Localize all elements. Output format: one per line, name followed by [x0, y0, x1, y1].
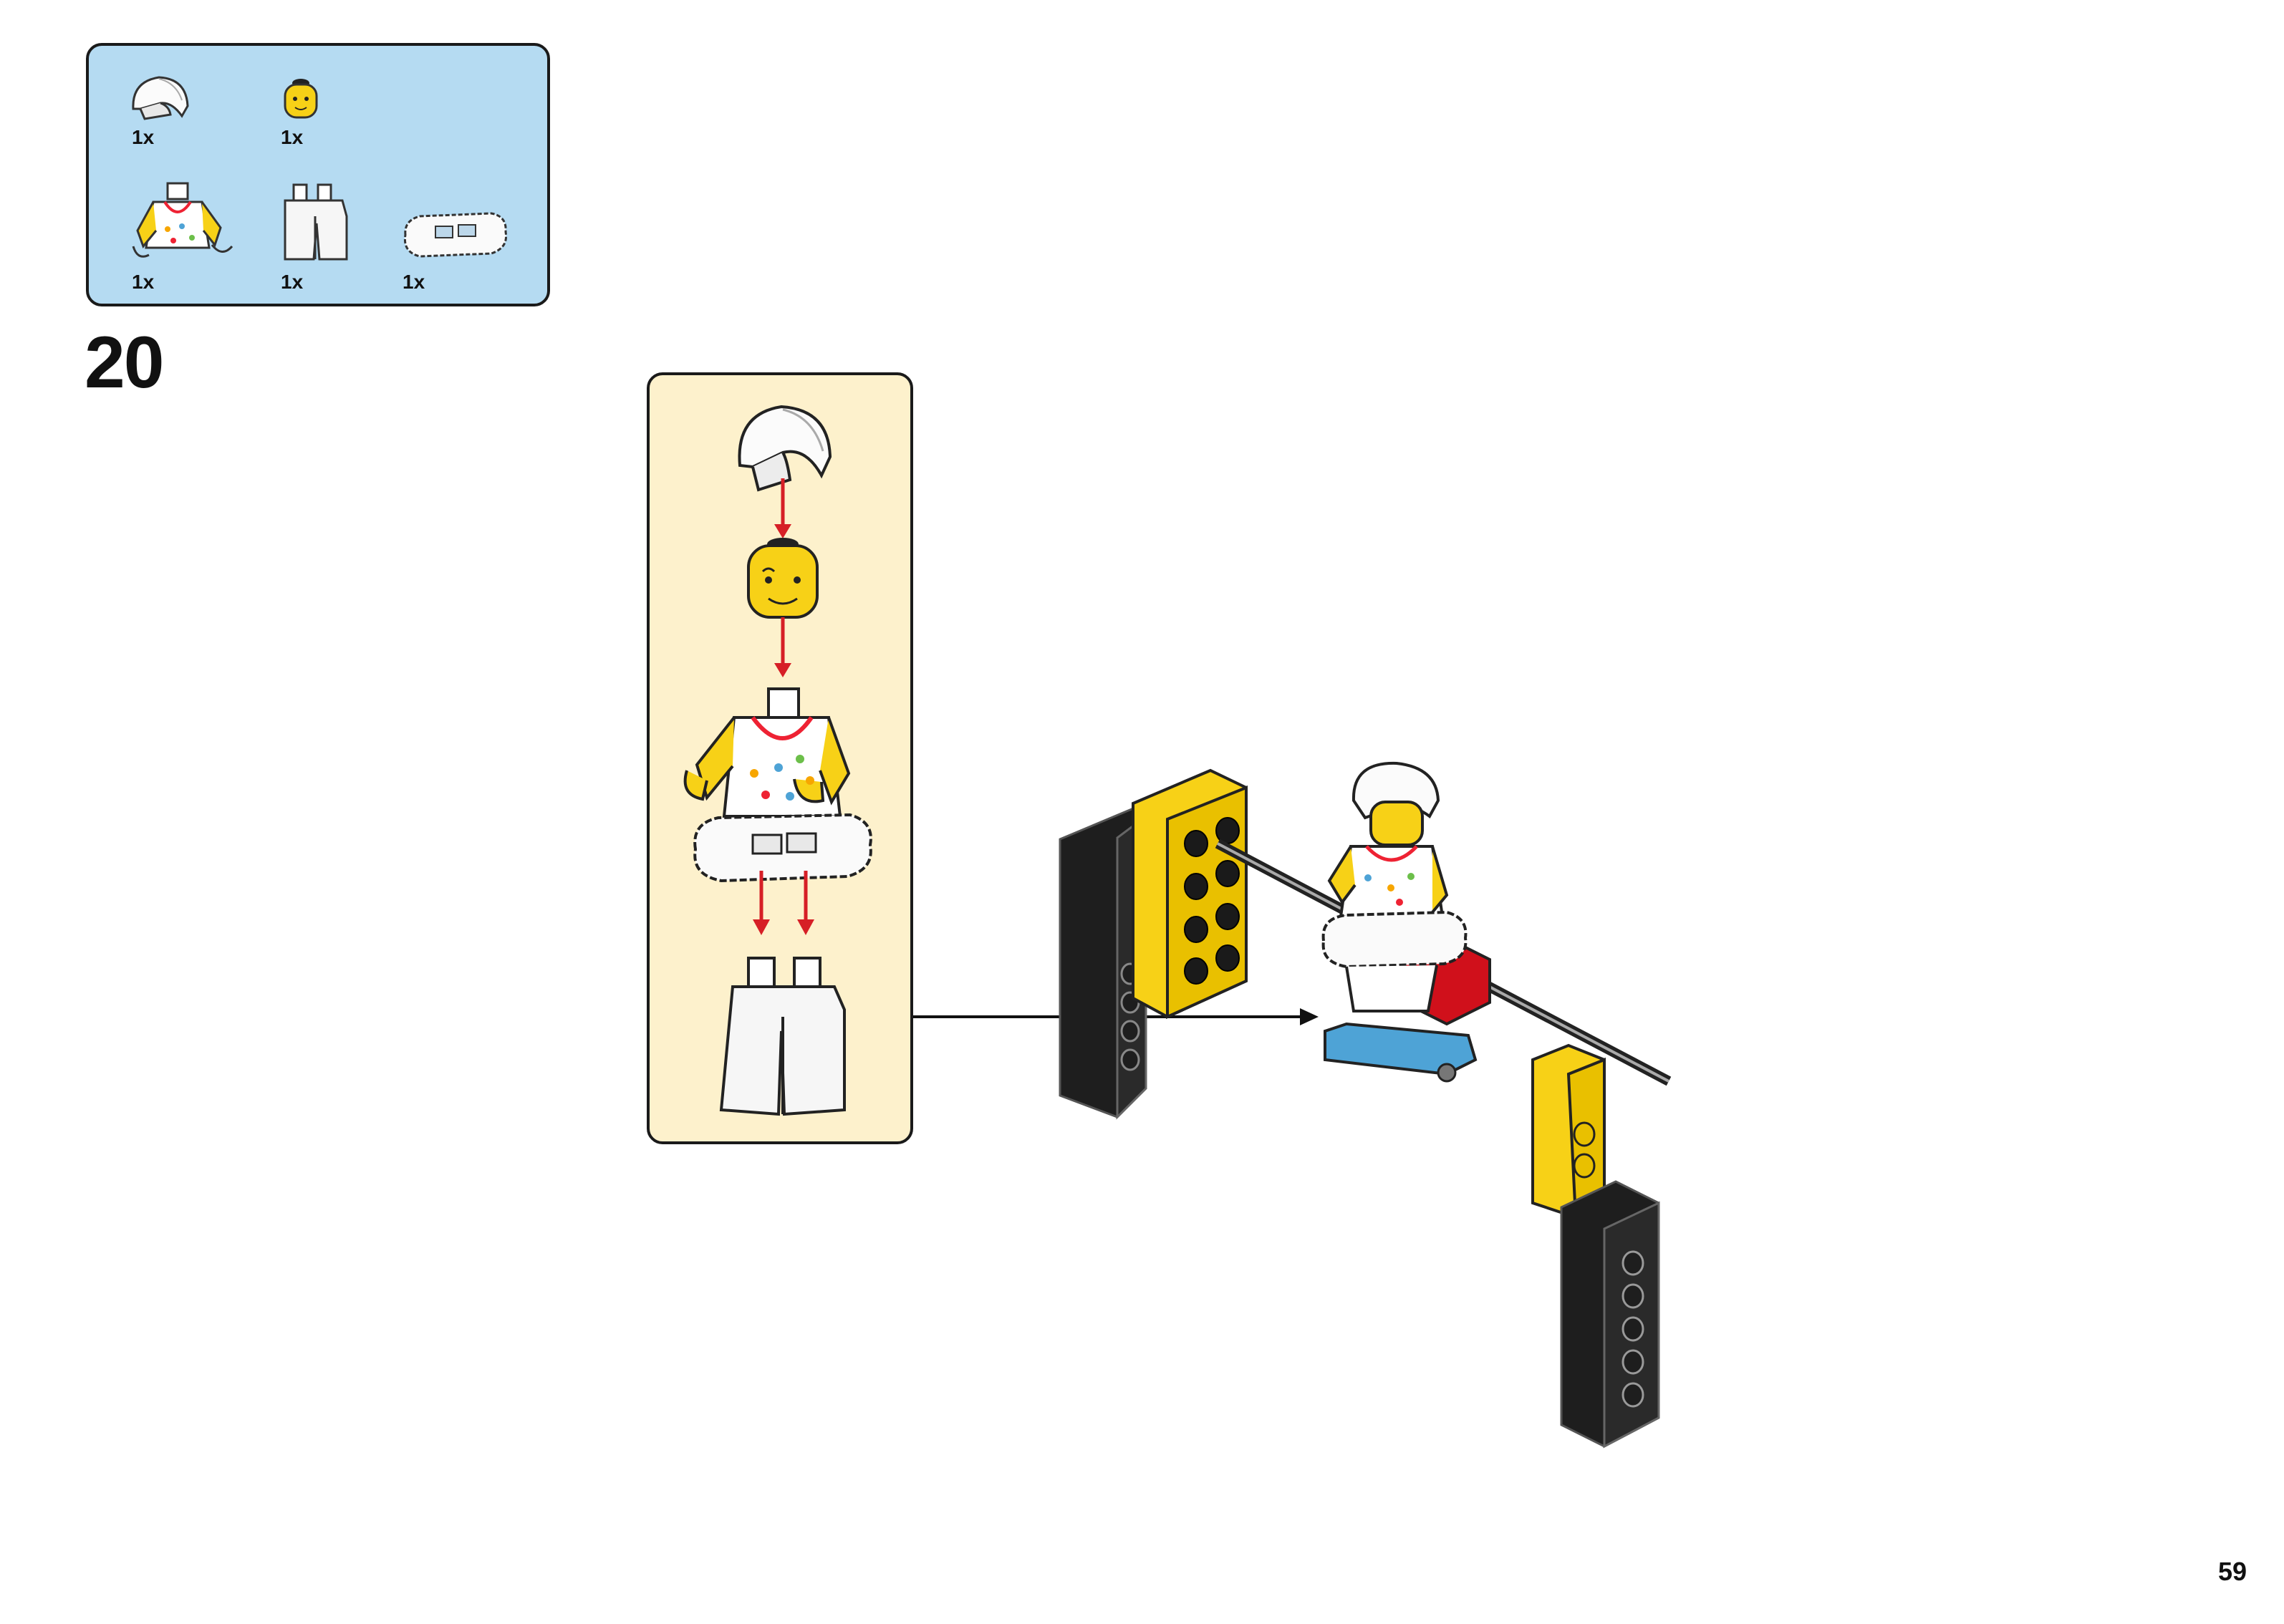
head-icon [747, 538, 819, 619]
head-part-icon [284, 79, 318, 119]
head-quantity: 1x [281, 126, 304, 148]
tutu-icon [693, 813, 872, 883]
legs-quantity: 1x [281, 271, 304, 293]
helmet-quantity: 1x [132, 126, 155, 148]
torso-icon [683, 687, 851, 818]
tutu-quantity: 1x [403, 271, 425, 293]
left-yellow-brick [1132, 768, 1248, 1020]
page-number: 59 [2217, 1557, 2247, 1586]
minifigure-rider [1321, 761, 1468, 1012]
torso-quantity: 1x [132, 271, 155, 293]
step-number: 20 [85, 322, 164, 403]
helmet-icon [738, 405, 832, 492]
legs-icon [719, 957, 846, 1116]
main-model-illustration [1059, 761, 1672, 1449]
tutu-part-icon [403, 212, 508, 258]
right-black-brick-stack [1560, 1180, 1660, 1449]
torso-part-icon [132, 182, 233, 258]
right-yellow-brick [1531, 1043, 1606, 1221]
helmet-part-icon [132, 76, 189, 120]
legs-part-icon [284, 183, 348, 261]
minifig-assembly-illustration [683, 405, 872, 1116]
